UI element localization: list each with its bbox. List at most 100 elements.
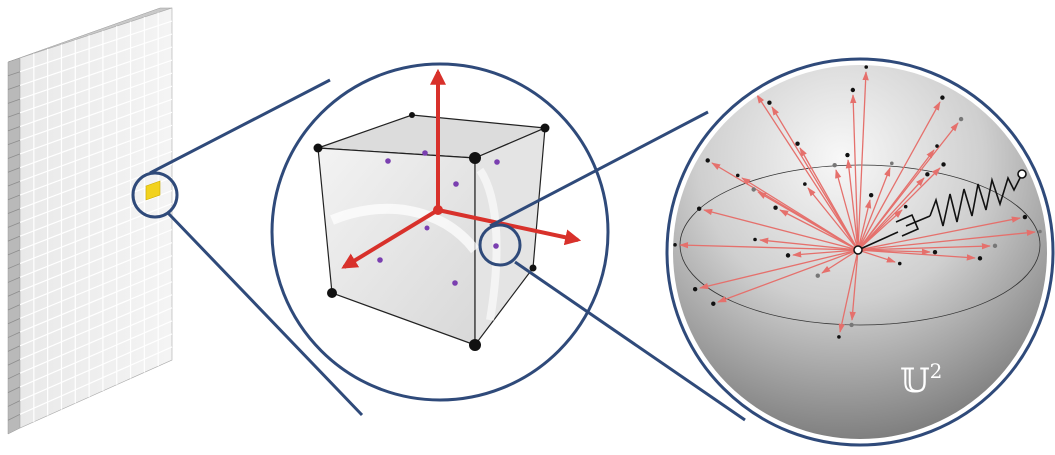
direction-endpoint bbox=[832, 162, 837, 168]
direction-vector bbox=[857, 249, 896, 263]
direction-vector bbox=[857, 167, 891, 251]
panel-grid-row-line bbox=[19, 242, 173, 306]
panel-grid-row-line bbox=[19, 137, 173, 196]
direction-vector bbox=[849, 249, 859, 321]
panel-grid-row-line bbox=[19, 85, 173, 141]
direction-vector bbox=[679, 242, 859, 251]
panel-grid-row-line bbox=[19, 320, 173, 388]
direction-endpoint bbox=[932, 249, 938, 255]
panel-grid-row-line bbox=[19, 307, 173, 374]
direction-endpoint bbox=[753, 237, 757, 242]
panel-side-grid-line bbox=[7, 400, 21, 407]
direction-vector bbox=[857, 71, 869, 251]
direction-endpoint bbox=[849, 322, 854, 328]
spring-dashpot-icon bbox=[857, 169, 1027, 251]
panel-side-grid-line bbox=[7, 249, 21, 256]
direction-vectors bbox=[673, 65, 1042, 339]
direction-endpoint bbox=[692, 286, 698, 292]
connector-line-lower bbox=[514, 260, 746, 422]
direction-endpoint bbox=[711, 301, 716, 306]
direction-vector bbox=[850, 94, 859, 251]
direction-vector bbox=[821, 249, 859, 274]
direction-endpoint bbox=[992, 243, 998, 249]
panel-side-grid-line bbox=[7, 263, 21, 270]
panel-grid-row-line bbox=[19, 20, 173, 73]
direction-endpoint bbox=[845, 152, 850, 158]
panel-side-grid-line bbox=[7, 126, 21, 132]
voxel-grid-panel bbox=[7, 7, 173, 435]
panel-side-grid-line bbox=[7, 386, 21, 394]
panel-side-grid-line bbox=[7, 331, 21, 338]
direction-vector bbox=[779, 209, 859, 251]
zoom-circle-cube-point bbox=[478, 223, 522, 267]
direction-vector bbox=[759, 237, 859, 251]
direction-endpoint bbox=[897, 261, 902, 266]
direction-endpoint bbox=[940, 95, 945, 100]
direction-endpoint bbox=[773, 205, 778, 210]
panel-grid-row-line bbox=[19, 294, 173, 361]
direction-endpoint bbox=[958, 116, 964, 122]
unit-sphere-view: 𝕌2 bbox=[665, 57, 1055, 447]
panel-side-grid-line bbox=[7, 71, 21, 77]
panel-side-grid-line bbox=[7, 139, 21, 146]
panel-side-grid-line bbox=[7, 167, 21, 173]
direction-vector bbox=[703, 208, 859, 251]
coordinate-axes bbox=[341, 68, 582, 269]
inclusion-particles bbox=[377, 150, 500, 286]
direction-endpoint bbox=[1022, 214, 1028, 220]
direction-endpoint bbox=[767, 100, 772, 105]
panel-grid-lines bbox=[19, 12, 173, 422]
direction-vector bbox=[857, 243, 991, 251]
panel-grid-row-line bbox=[19, 268, 173, 333]
direction-endpoint bbox=[803, 182, 807, 186]
panel-side-grid-line bbox=[7, 222, 21, 228]
panel-side-grid-line bbox=[7, 153, 21, 159]
panel-side-grid-lines bbox=[7, 71, 21, 421]
direction-endpoint bbox=[977, 256, 983, 261]
direction-vector bbox=[857, 249, 976, 261]
direction-vector bbox=[835, 169, 859, 251]
direction-endpoint bbox=[751, 187, 756, 192]
panel-grid-row-line bbox=[19, 281, 173, 347]
direction-endpoint bbox=[815, 273, 820, 278]
panel-grid-row-line bbox=[19, 98, 173, 155]
direction-vector bbox=[857, 229, 1036, 251]
direction-endpoint bbox=[696, 206, 702, 211]
panel-grid-row-line bbox=[19, 124, 173, 182]
panel-side-grid-line bbox=[7, 290, 21, 297]
panel-side-grid-line bbox=[7, 318, 21, 325]
direction-vector bbox=[838, 249, 859, 333]
panel-side-grid-line bbox=[7, 85, 21, 90]
direction-endpoint bbox=[735, 173, 740, 178]
direction-vector bbox=[857, 177, 925, 251]
direction-vector bbox=[845, 159, 859, 251]
direction-endpoint bbox=[935, 144, 939, 148]
cube-corner-nodes bbox=[313, 112, 550, 351]
zoom-circle-panel bbox=[131, 171, 179, 219]
direction-vector bbox=[741, 177, 859, 251]
direction-vector bbox=[699, 249, 859, 290]
panel-grid-row-line bbox=[19, 33, 173, 86]
panel-side-grid-line bbox=[7, 345, 21, 352]
panel-grid-row-line bbox=[19, 72, 173, 128]
direction-endpoint bbox=[705, 158, 710, 163]
direction-vector bbox=[771, 106, 859, 251]
direction-endpoint bbox=[1038, 229, 1042, 234]
direction-endpoint bbox=[890, 161, 894, 166]
panel-grid-row-line bbox=[19, 189, 173, 251]
direction-endpoint bbox=[864, 65, 869, 69]
direction-vector bbox=[857, 199, 872, 251]
panel-grid-row-line bbox=[19, 111, 173, 169]
panel-side-grid-line bbox=[7, 304, 21, 311]
connector-line-bottom bbox=[166, 211, 364, 417]
direction-vector bbox=[857, 209, 903, 251]
panel-side-grid-line bbox=[7, 276, 21, 283]
direction-vector bbox=[756, 94, 859, 251]
panel-side-grid-line bbox=[7, 372, 21, 380]
direction-vector bbox=[857, 167, 941, 251]
panel-grid-row-line bbox=[19, 346, 173, 415]
direction-endpoint bbox=[785, 253, 791, 258]
panel-side-grid-line bbox=[7, 359, 21, 366]
direction-vector bbox=[799, 147, 859, 251]
